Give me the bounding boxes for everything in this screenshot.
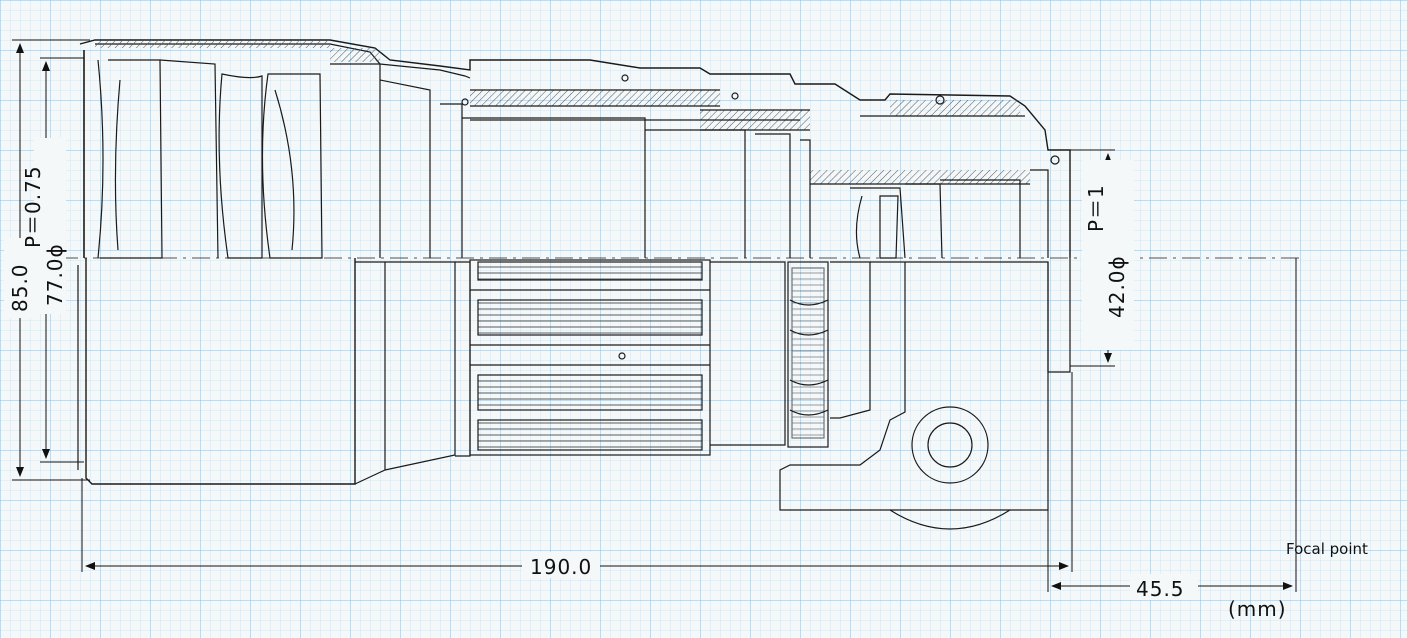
front-pitch-label: P＝0.75 [21, 165, 45, 248]
upper-cross-section [79, 39, 1071, 259]
rear-thread-label: 42.0ϕ [1105, 255, 1129, 318]
lens-body [60, 39, 1300, 530]
lower-external-view [77, 258, 1071, 530]
length-label: 190.0 [530, 555, 592, 579]
rear-pitch-label: P＝1 [1084, 184, 1108, 232]
flange-distance-label: 45.5 [1136, 577, 1185, 601]
outer-diameter-label: 85.0 [8, 263, 32, 312]
unit-label: (mm) [1228, 597, 1287, 621]
dimension-labels: 85.0 P＝0.75 77.0ϕ 190.0 P＝1 42.0ϕ 45.5 F… [4, 138, 1368, 621]
focal-point-label: Focal point [1286, 540, 1368, 558]
tripod-mount [779, 261, 1049, 511]
focus-ring [469, 259, 711, 456]
front-thread-label: 77.0ϕ [43, 243, 67, 306]
